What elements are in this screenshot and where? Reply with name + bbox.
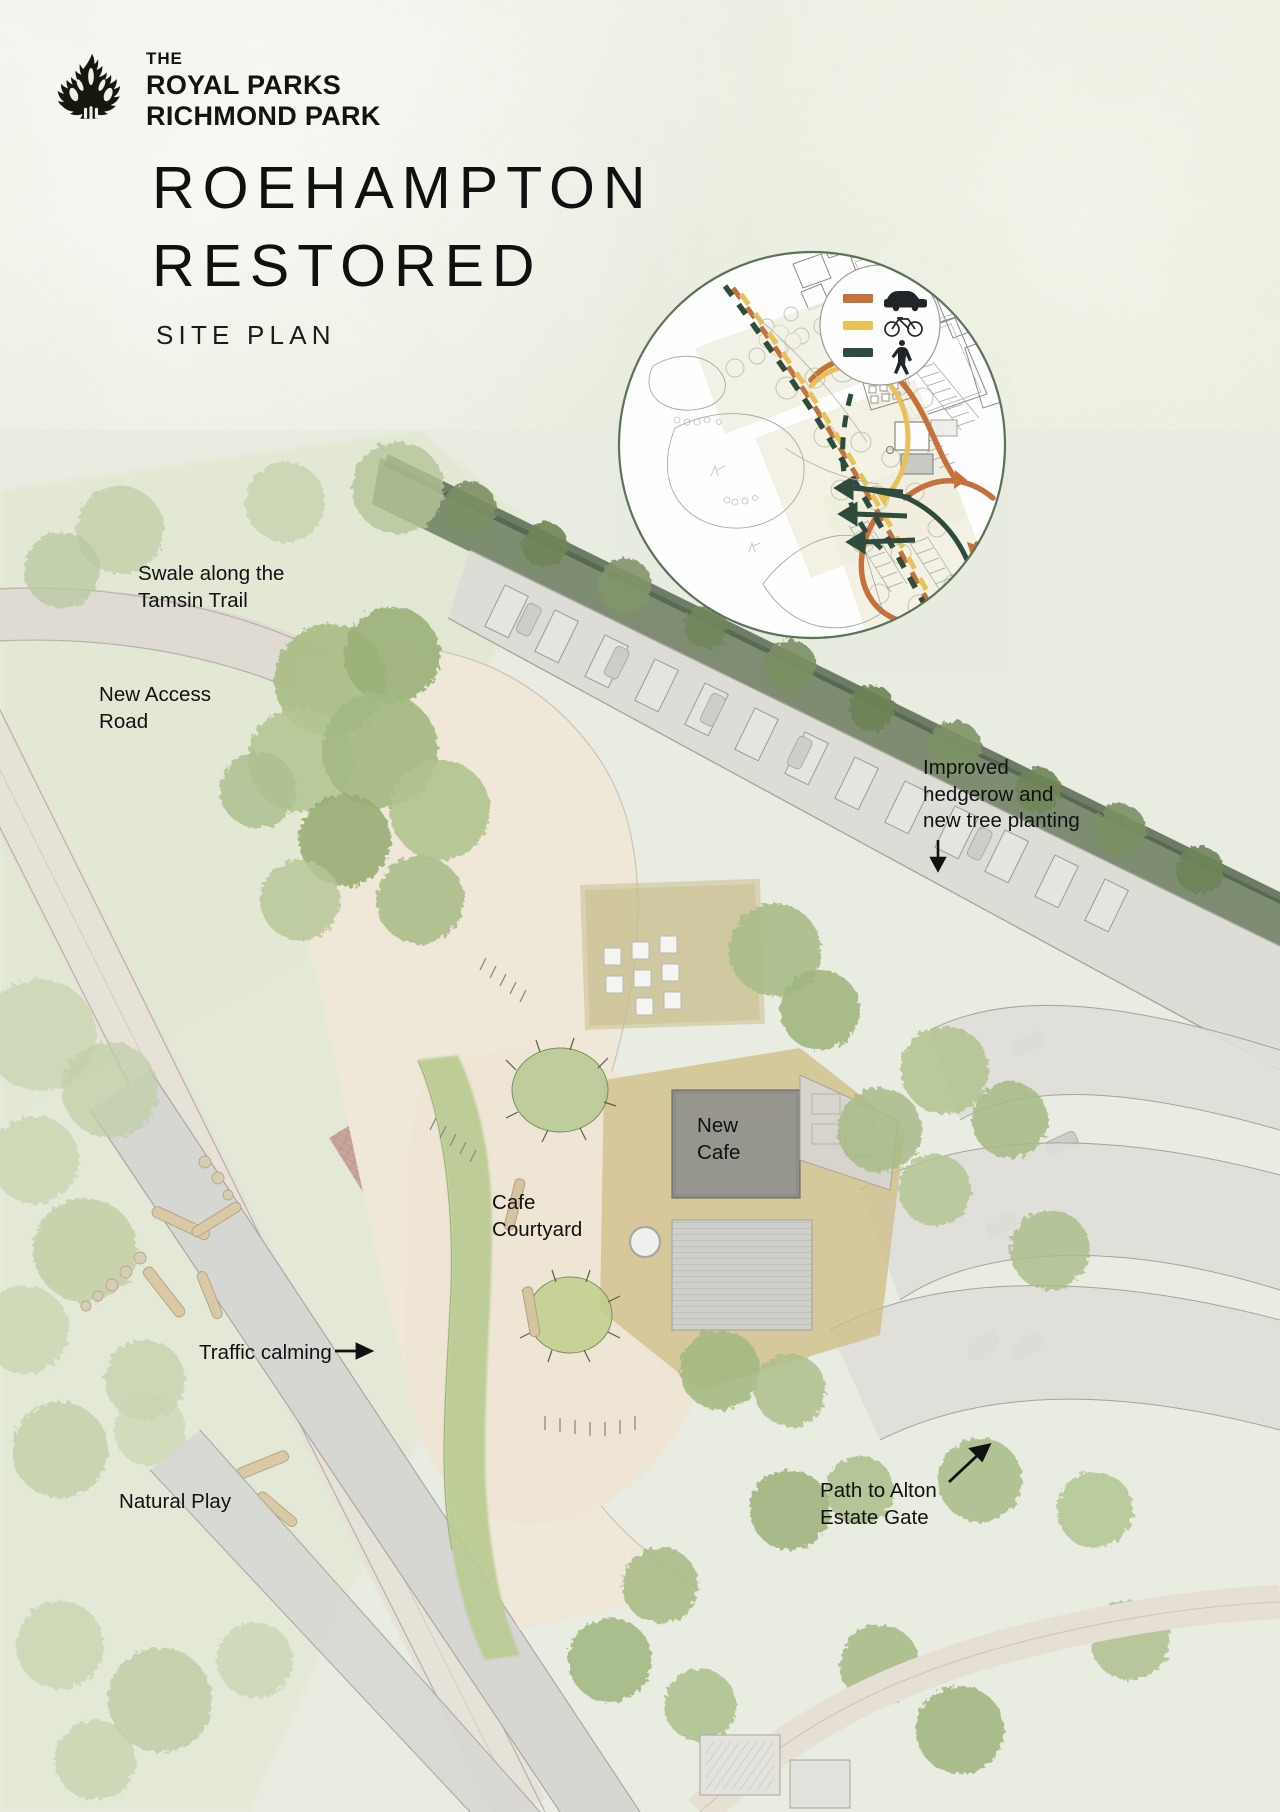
label-natural-play: Natural Play: [119, 1489, 231, 1516]
brand-royal-parks: ROYAL PARKS: [146, 72, 381, 99]
inset-legend: [820, 265, 940, 385]
hedgerow-down-arrow-icon: [925, 838, 961, 874]
label-path-to-alton-estate-gate: Path to Alton Estate Gate: [820, 1478, 937, 1531]
poster-title-block: ROEHAMPTON RESTORED SITE PLAN: [152, 150, 653, 351]
label-cafe-courtyard: Cafe Courtyard: [492, 1190, 582, 1243]
context-inset-map: [615, 198, 1010, 693]
title-line-2: RESTORED: [152, 228, 653, 306]
page-subtitle: SITE PLAN: [156, 320, 653, 351]
label-traffic-calming: Traffic calming: [199, 1340, 332, 1367]
alton-path-up-right-arrow-icon: [945, 1438, 997, 1490]
traffic-calming-right-arrow-icon: [333, 1336, 381, 1366]
label-improved-hedgerow: Improved hedgerow and new tree planting: [923, 755, 1080, 835]
royal-parks-crown-icon: [52, 50, 130, 132]
brand-text: THE ROYAL PARKS RICHMOND PARK: [146, 50, 381, 130]
label-new-access-road: New Access Road: [99, 682, 211, 735]
label-swale-tamsin-trail: Swale along the Tamsin Trail: [138, 561, 285, 614]
brand-the: THE: [146, 50, 381, 67]
title-line-1: ROEHAMPTON: [152, 150, 653, 228]
brand-richmond-park: RICHMOND PARK: [146, 103, 381, 130]
brand-lockup: THE ROYAL PARKS RICHMOND PARK: [52, 50, 381, 132]
label-new-cafe: New Cafe: [697, 1113, 740, 1166]
